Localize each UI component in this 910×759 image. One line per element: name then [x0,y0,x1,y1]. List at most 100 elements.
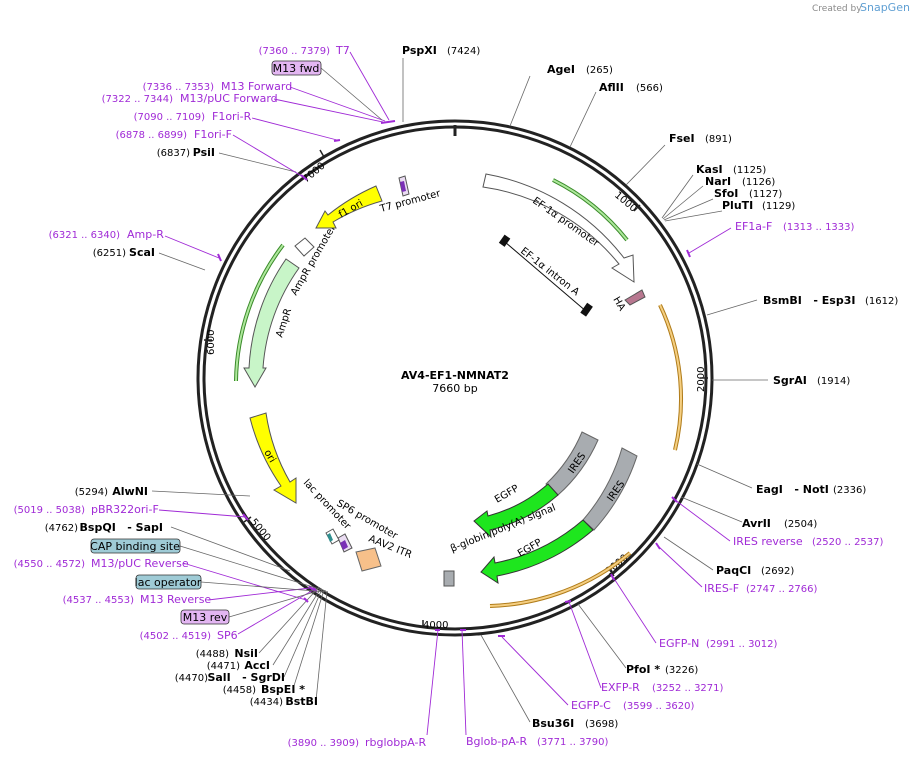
primer-exfp-r[interactable]: EXFP-R [601,681,640,694]
primer-egfp-n[interactable]: EGFP-N [659,637,699,650]
site-acci[interactable]: AccI [244,659,270,672]
feature-ires-1[interactable]: IRES [545,431,599,496]
site-kasi[interactable]: KasI [696,163,723,176]
site-bsmbi[interactable]: BsmBI - Esp3I [763,294,855,307]
box-lac-operator-label: lac operator [135,576,202,589]
primer-rbglobpa-r[interactable]: rbglobpA-R [365,736,426,749]
site-psii[interactable]: PsiI [193,146,215,159]
primer-ires-reverse[interactable]: IRES reverse [733,535,803,548]
box-m13-fwd-label: M13 fwd [273,62,320,75]
primer-egfp-c-pos: (3599 .. 3620) [623,701,695,712]
site-bspqi-sapi[interactable]: BspQI - SapI [80,521,163,534]
site-bstbi-pos: (4434) [250,697,283,708]
primer-pbr322ori-f[interactable]: pBR322ori-F [91,503,159,516]
site-eagi-noti-pos: (2336) [833,485,866,496]
primer-exfp-r-pos: (3252 .. 3271) [652,683,724,694]
primer-amp-r-pos: (6321 .. 6340) [49,230,121,241]
tick-5000: 5000 [248,517,273,544]
feature-ori[interactable]: ori [249,412,297,504]
primer-bglob-pa-r[interactable]: Bglob-pA-R [466,735,528,748]
site-aflii[interactable]: AflII [599,81,624,94]
label-ef1a-intron: EF-1α intron A [518,246,581,299]
site-acci-pos: (4471) [207,661,240,672]
box-lac-operator[interactable] [135,574,202,590]
site-bsu36i[interactable]: Bsu36I [532,717,574,730]
site-avrii[interactable]: AvrII [742,517,771,530]
site-nsii[interactable]: NsiI [234,647,258,660]
primer-m13-reverse[interactable]: M13 Reverse [140,593,211,606]
site-alwni-pos: (5294) [75,487,108,498]
site-bsmbi-pos: (1612) [865,296,898,307]
primer-ires-f-pos: (2747 .. 2766) [746,584,818,595]
site-fsei-pos: (891) [705,134,732,145]
site-sgrai-pos: (1914) [817,376,850,387]
box-cap-binding-site[interactable] [90,538,181,554]
primer-egfp-c[interactable]: EGFP-C [571,699,611,712]
feature-ires-2[interactable]: IRES [582,447,638,531]
primer-labels: T7 (7360 .. 7379) M13 Forward (7336 .. 7… [14,44,884,749]
primer-m13-puc-forward[interactable]: M13/pUC Forward [180,92,278,105]
feature-ef1a-promoter[interactable]: EF-1α promoter [482,173,635,283]
site-leaders [151,58,768,723]
site-alwni[interactable]: AlwNI [112,485,148,498]
site-pspxi[interactable]: PspXI [402,44,437,57]
site-sgrai[interactable]: SgrAI [773,374,807,387]
box-m13-fwd[interactable] [271,60,322,76]
primer-f1ori-f-pos: (6878 .. 6899) [116,130,188,141]
site-scai-pos: (6251) [93,248,126,259]
site-agei[interactable]: AgeI [547,63,575,76]
plasmid-name: AV4-EF1-NMNAT2 [401,369,509,382]
site-psii-pos: (6837) [157,148,190,159]
site-aflii-pos: (566) [636,83,663,94]
site-sali-sgrdi-pos: (4470) [175,673,208,684]
site-sfoi[interactable]: SfoI [714,187,738,200]
feature-t7-promoter[interactable]: T7 promoter [378,175,443,215]
primer-f1ori-r[interactable]: F1ori-R [212,110,252,123]
site-avrii-pos: (2504) [784,519,817,530]
site-paqci[interactable]: PaqCI [716,564,751,577]
primer-t7[interactable]: T7 [335,44,350,57]
label-t7-promoter: T7 promoter [378,188,443,215]
primer-ef1a-f[interactable]: EF1a-F [735,220,772,233]
feature-f1-ori[interactable]: f1 ori [315,185,383,229]
primer-m13-reverse-pos: (4537 .. 4553) [63,595,135,606]
snapgene-logo[interactable]: SnapGene [860,1,910,14]
site-nari[interactable]: NarI [705,175,731,188]
site-pluti[interactable]: PluTI [722,199,753,212]
site-eagi-noti[interactable]: EagI - NotI [756,483,829,496]
primer-m13-forward[interactable]: M13 Forward [221,80,292,93]
label-ampr: AmpR [274,307,294,339]
site-bspei[interactable]: BspEI * [261,683,305,696]
box-cap-binding-site-label: CAP binding site [90,540,180,553]
feature-ef1a-intron[interactable]: EF-1α intron A [498,234,593,317]
label-ha: HA [610,295,627,313]
primer-ires-f[interactable]: IRES-F [704,582,739,595]
feature-ampr[interactable]: AmpR [243,258,300,388]
site-sali-sgrdi[interactable]: SalI - SgrDI [207,671,285,684]
primer-f1ori-r-pos: (7090 .. 7109) [134,112,206,123]
site-nari-pos: (1126) [742,177,775,188]
site-bstbi[interactable]: BstBI [285,695,318,708]
backbone-outer [196,119,714,637]
primer-bglob-pa-r-pos: (3771 .. 3790) [537,737,609,748]
primer-amp-r[interactable]: Amp-R [127,228,164,241]
site-fsei[interactable]: FseI [669,132,695,145]
tick-2000: 2000 [696,367,707,392]
feature-ampr-promoter[interactable]: AmpR promoter [289,222,339,297]
box-m13-rev[interactable] [180,609,230,625]
primer-ef1a-f-pos: (1313 .. 1333) [783,222,855,233]
feature-ha[interactable]: HA [610,289,646,313]
primer-pbr322ori-f-pos: (5019 .. 5038) [14,505,86,516]
label-ampr-promoter: AmpR promoter [289,222,339,297]
site-pspxi-pos: (7424) [447,46,480,57]
feature-aav2-itr[interactable]: AAV2 ITR [355,534,413,572]
restriction-sites: PspXI (7424) AgeI (265) AflII (566) FseI… [45,44,899,730]
primer-t7-pos: (7360 .. 7379) [259,46,331,57]
primer-sp6[interactable]: SP6 [217,629,238,642]
primer-f1ori-f[interactable]: F1ori-F [194,128,232,141]
primer-m13-puc-reverse[interactable]: M13/pUC Reverse [91,557,189,570]
primer-egfp-n-pos: (2991 .. 3012) [706,639,778,650]
site-scai[interactable]: ScaI [129,246,155,259]
site-pfoi[interactable]: PfoI * [626,663,660,676]
